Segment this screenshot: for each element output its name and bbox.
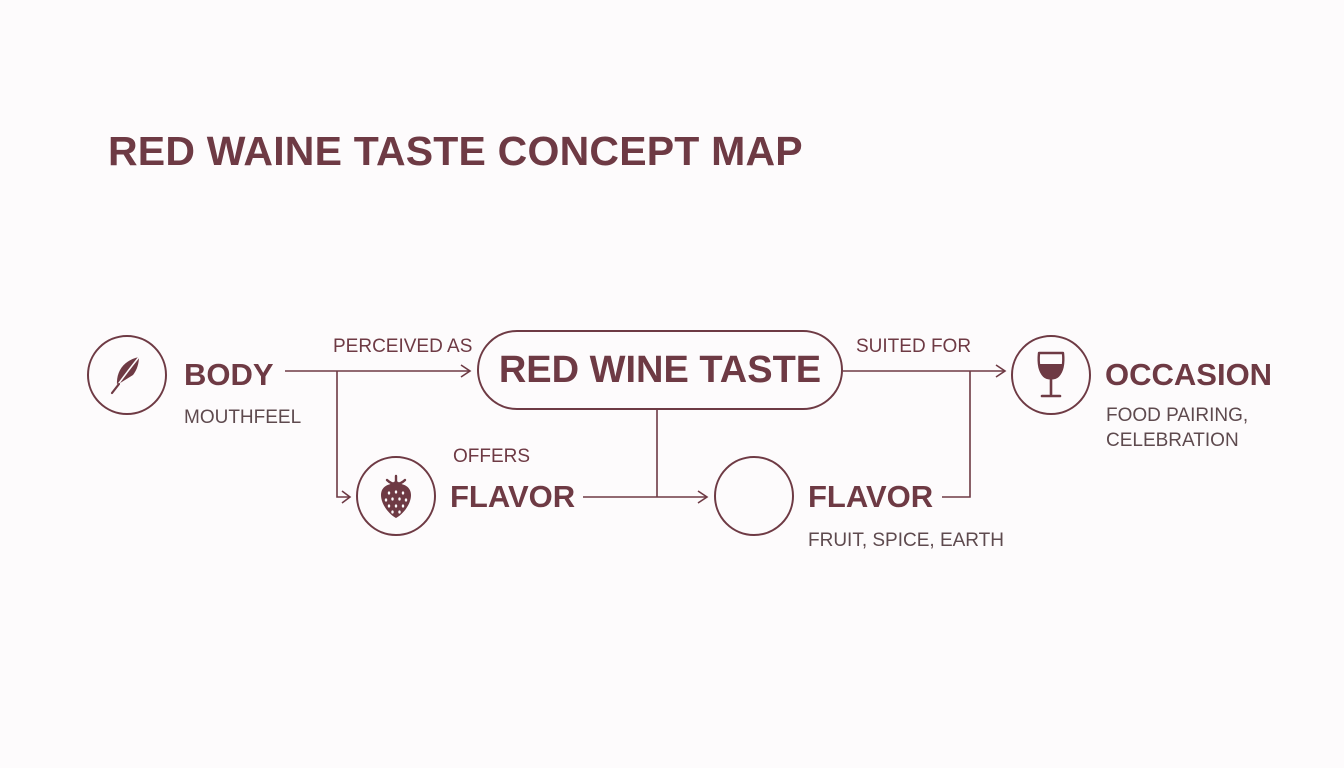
feather-icon <box>110 356 140 395</box>
arrowhead-body-to-center <box>460 364 472 378</box>
wine-glass-icon <box>1037 351 1065 398</box>
body-icon-circle[interactable] <box>87 335 167 415</box>
edge-label-suited-for: SUITED FOR <box>856 336 972 357</box>
edge-label-perceived-as: PERCEIVED AS <box>333 336 473 357</box>
flavor-left-title: FLAVOR <box>450 479 576 514</box>
flavor-icon-circle[interactable] <box>356 456 436 536</box>
center-concept-label: RED WINE TASTE <box>498 348 822 391</box>
occasion-icon-circle[interactable] <box>1011 335 1091 415</box>
occasion-subtitle-line-1: FOOD PAIRING, <box>1106 405 1249 426</box>
center-concept-node[interactable]: RED WINE TASTE <box>477 330 843 410</box>
edge-flavor-to-occasion <box>942 371 971 498</box>
edge-body-to-flavor <box>336 371 350 498</box>
arrowhead-flavor-to-flavor <box>697 490 709 504</box>
page-title: RED WAINE TASTE CONCEPT MAP <box>108 128 803 174</box>
arrowhead-center-to-occasion <box>995 364 1007 378</box>
body-subtitle: MOUTHFEEL <box>184 407 302 428</box>
edge-label-offers: OFFERS <box>453 446 531 467</box>
flavor-right-title: FLAVOR <box>808 479 934 514</box>
occasion-subtitle-line-2: CELEBRATION <box>1106 430 1239 451</box>
flavor-right-subtitle: FRUIT, SPICE, EARTH <box>808 530 1005 551</box>
body-title: BODY <box>184 357 274 392</box>
arrowhead-body-to-flavor <box>341 490 352 504</box>
occasion-title: OCCASION <box>1105 357 1273 392</box>
strawberry-icon <box>381 474 411 518</box>
flavor-right-circle[interactable] <box>714 456 794 536</box>
